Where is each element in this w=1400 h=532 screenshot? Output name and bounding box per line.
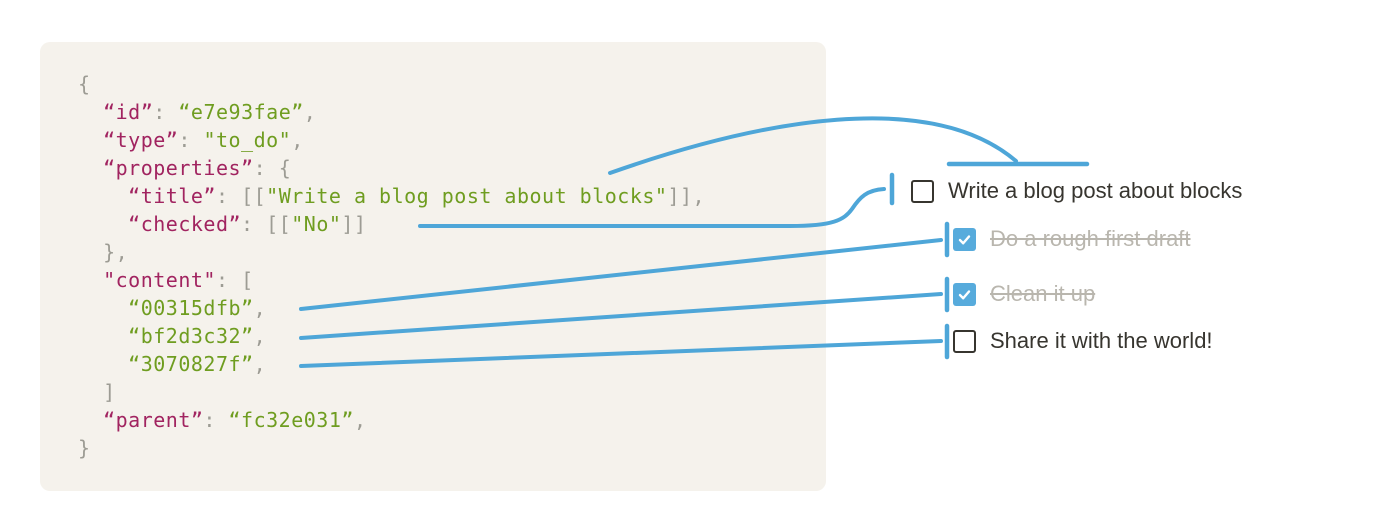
code-token-punct: [[	[241, 184, 267, 208]
code-token-punct: ]	[78, 380, 116, 404]
code-token-punct: },	[78, 240, 129, 264]
code-token-string: “00315dfb”	[128, 296, 254, 320]
code-token-punct: ,	[253, 352, 267, 376]
code-token-key: "content"	[103, 268, 216, 292]
code-token-punct: [[	[266, 212, 292, 236]
code-token-punct	[78, 296, 128, 320]
code-token-string: "to_do"	[203, 128, 292, 152]
code-line: “00315dfb”,	[78, 294, 705, 322]
code-block: { “id”: “e7e93fae”, “type”: "to_do", “pr…	[78, 70, 705, 462]
code-token-string: “fc32e031”	[228, 408, 354, 432]
code-token-punct: :	[178, 128, 204, 152]
code-token-punct	[78, 352, 128, 376]
code-token-string: “3070827f”	[128, 352, 254, 376]
todo-label[interactable]: Share it with the world!	[990, 328, 1213, 353]
code-line: “parent”: “fc32e031”,	[78, 406, 705, 434]
code-token-punct: ,	[253, 324, 267, 348]
code-token-punct: {	[78, 72, 91, 96]
code-token-punct: ,	[303, 100, 317, 124]
todo-checkbox-checked[interactable]	[953, 227, 976, 251]
code-token-string: “e7e93fae”	[178, 100, 304, 124]
code-line: {	[78, 70, 705, 98]
code-line: “id”: “e7e93fae”,	[78, 98, 705, 126]
code-token-punct: :	[153, 100, 179, 124]
code-token-punct: :	[203, 408, 229, 432]
checkmark-icon	[958, 234, 971, 244]
code-token-punct: {	[278, 156, 292, 180]
code-token-punct: ]],	[667, 184, 706, 208]
code-token-punct	[78, 184, 128, 208]
code-token-punct: [	[241, 268, 254, 292]
code-token-punct: ,	[253, 296, 267, 320]
todo-row: Do a rough first draft	[953, 226, 1191, 252]
code-token-key: “type”	[103, 128, 179, 152]
code-line: “properties”: {	[78, 154, 705, 182]
code-token-key: “properties”	[103, 156, 254, 180]
code-token-punct	[78, 212, 128, 236]
code-line: }	[78, 434, 705, 462]
code-line: “title”: [["Write a blog post about bloc…	[78, 182, 705, 210]
todo-checkbox-unchecked[interactable]	[953, 329, 976, 353]
code-token-string: “bf2d3c32”	[128, 324, 254, 348]
code-token-string: "No"	[291, 212, 342, 236]
todo-label[interactable]: Do a rough first draft	[990, 226, 1191, 251]
code-line: “type”: "to_do",	[78, 126, 705, 154]
todo-row: Share it with the world!	[953, 328, 1213, 354]
json-code-panel: { “id”: “e7e93fae”, “type”: "to_do", “pr…	[40, 42, 826, 491]
code-token-punct: ,	[353, 408, 367, 432]
checkmark-icon	[958, 289, 971, 299]
code-token-punct	[78, 156, 103, 180]
code-token-punct	[78, 100, 103, 124]
code-line: “bf2d3c32”,	[78, 322, 705, 350]
code-token-punct	[78, 128, 103, 152]
code-line: ]	[78, 378, 705, 406]
code-line: “3070827f”,	[78, 350, 705, 378]
code-token-key: “checked”	[128, 212, 242, 236]
code-token-punct: :	[241, 212, 267, 236]
code-token-punct: ,	[291, 128, 304, 152]
code-token-punct	[78, 268, 103, 292]
code-token-punct: :	[253, 156, 279, 180]
todo-label[interactable]: Write a blog post about blocks	[948, 178, 1243, 203]
code-token-key: “title”	[128, 184, 216, 208]
todo-checkbox-unchecked[interactable]	[911, 179, 934, 203]
code-token-punct: ]]	[341, 212, 367, 236]
todo-row: Clean it up	[953, 281, 1095, 307]
code-token-key: “id”	[103, 100, 154, 124]
code-line: },	[78, 238, 705, 266]
code-line: “checked”: [["No"]]	[78, 210, 705, 238]
code-token-punct	[78, 408, 103, 432]
code-line: "content": [	[78, 266, 705, 294]
code-token-punct: :	[215, 184, 242, 208]
code-token-punct: }	[78, 436, 91, 460]
todo-checkbox-checked[interactable]	[953, 282, 976, 306]
todo-row: Write a blog post about blocks	[911, 178, 1242, 204]
code-token-key: “parent”	[103, 408, 204, 432]
code-token-string: "Write a blog post about blocks"	[266, 184, 668, 208]
code-token-punct: :	[215, 268, 242, 292]
todo-label[interactable]: Clean it up	[990, 281, 1096, 306]
code-token-punct	[78, 324, 128, 348]
